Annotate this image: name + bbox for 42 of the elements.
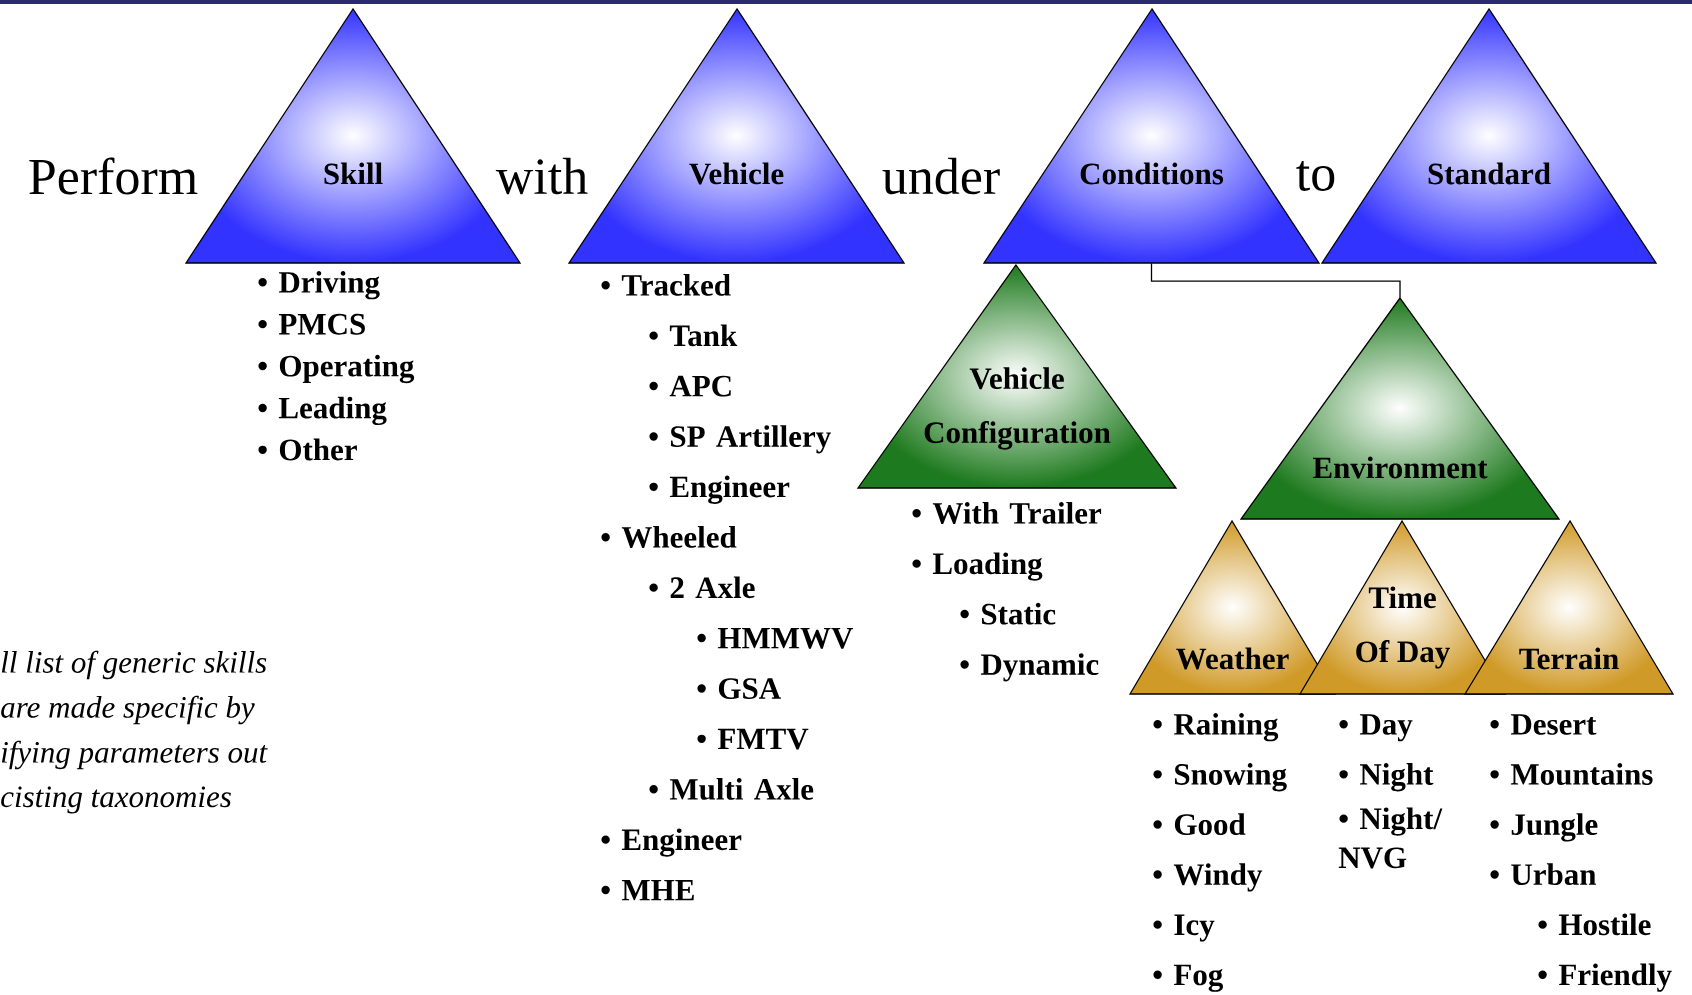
list-item: • SP Artillery [649,425,831,454]
list-item: • With Trailer [912,502,1102,524]
list-item: • Driving [258,271,380,300]
list-item: • Night [1339,763,1434,792]
list-item: • Wheeled [601,526,737,548]
list-item: • Fog [1153,964,1223,992]
list-item: • Windy [1153,863,1263,892]
list-item: • Engineer [601,828,742,857]
note-text: ifying parameters out [1,740,268,770]
list-item: • Other [258,438,357,461]
list-item: • Urban [1490,863,1597,886]
list-item: • Tracked [601,274,731,296]
list-item: • Icy [1153,914,1215,942]
note-text: are made specific by [1,695,255,725]
list-item: • Multi Axle [649,778,814,800]
list-item: • 2 Axle [649,576,755,599]
list-item: • Snowing [1153,763,1287,792]
list-item: • Night/ NVG [1338,807,1443,869]
list-item: • Desert [1490,714,1597,735]
list-item: • PMCS [258,313,365,335]
list-item: • Day [1339,714,1413,742]
list-item: • Tank [649,324,738,347]
list-item: • MHE [601,880,694,901]
list-item: • Raining [1153,713,1279,742]
list-item: • GSA [697,678,781,699]
list-item: • Good [1153,813,1246,835]
list-item: • Loading [912,552,1043,581]
list-item: • FMTV [697,728,809,750]
list-item: • Leading [258,396,387,426]
list-item: • Engineer [649,475,790,504]
list-item: • Operating [258,354,415,384]
list-item: • Static [960,602,1056,625]
list-item: • Friendly [1538,963,1672,992]
list-item: • APC [649,375,731,397]
list-item: • Jungle [1490,813,1598,842]
list-item: • Mountains [1490,763,1653,785]
list-item: • Hostile [1538,913,1651,936]
note-text: ll list of generic skills [1,650,267,680]
list-item: • HMMWV [697,628,854,649]
note-text: cisting taxonomies [1,786,231,814]
list-item: • Dynamic [960,653,1099,682]
connector [1150,262,1401,299]
